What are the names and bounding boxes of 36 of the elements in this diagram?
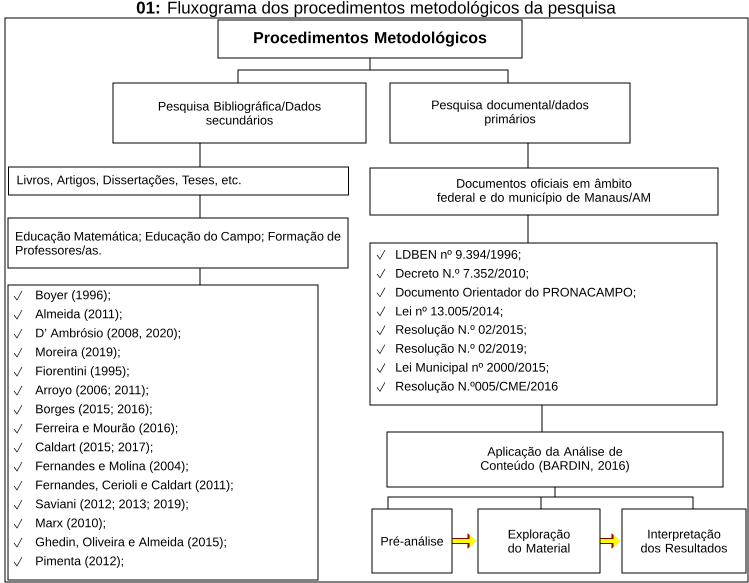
- process-box: Pesquisa Bibliográfica/Dados secundários: [112, 82, 366, 144]
- list-item: Documento Orientador do PRONACAMPO;: [396, 287, 636, 298]
- process-box: Pré-análise: [372, 508, 452, 574]
- process-box: Livros, Artigos, Dissertações, Teses, etc.: [8, 166, 349, 196]
- figure-title: 01: Fluxograma dos procedimentos metodológicos da pesquisa: [136, 0, 616, 18]
- connector-line: [370, 58, 508, 83]
- process-box: Pesquisa documental/dados primários: [390, 82, 630, 144]
- process-box: Educação Matemática; Educação do Campo; Formação de Professores/as.: [8, 218, 348, 268]
- list-item: Caldart (2015; 2017);: [36, 442, 152, 454]
- process-box: Aplicação da Análise de Conteúdo (BARDIN, 2016): [386, 432, 724, 488]
- list-item: Fiorentini (1995);: [36, 366, 129, 378]
- list-item: Borges (2015; 2016);: [36, 404, 152, 416]
- list-item: LDBEN nº 9.394/1996;: [396, 250, 520, 260]
- list-item: Resolução N.º005/CME/2016: [396, 381, 558, 394]
- list-item: Lei Municipal nº 2000/2015;: [396, 362, 548, 374]
- list-item: Fernandes, Cerioli e Caldart (2011);: [36, 480, 233, 492]
- list-item: Moreira (2019);: [36, 347, 120, 359]
- list-item: Resolução N.º 02/2019;: [396, 344, 526, 356]
- list-item: Decreto N.º 7.352/2010;: [396, 268, 528, 280]
- list-item: Fernandes e Molina (2004);: [36, 461, 188, 473]
- list-item: Boyer (1996);: [36, 290, 110, 302]
- list-item: Arroyo (2006; 2011);: [35, 385, 148, 397]
- list-item: Marx (2010);: [36, 518, 105, 530]
- list-item: Lei nº 13.005/2014;: [396, 306, 502, 318]
- process-box: Interpretação dos Resultados: [622, 508, 746, 574]
- heading-box: Procedimentos Metodológicos: [218, 20, 522, 58]
- process-box: Documentos oficiais em âmbito federal e do município de Manaus/AM: [370, 168, 718, 216]
- connector-line: [554, 487, 694, 509]
- list-item: Ferreira e Mourão (2016);: [36, 423, 178, 435]
- list-item: Ghedin, Oliveira e Almeida (2015);: [36, 537, 226, 549]
- list-item: Resolução N.º 02/2015;: [396, 324, 526, 336]
- list-item: Saviani (2012; 2013; 2019);: [36, 499, 188, 511]
- list-item: Almeida (2011);: [35, 309, 122, 321]
- list-item: Pimenta (2012);: [36, 556, 123, 568]
- list-item: D’ Ambrósio (2008, 2020);: [36, 328, 180, 340]
- process-box: Exploração do Material: [478, 508, 600, 574]
